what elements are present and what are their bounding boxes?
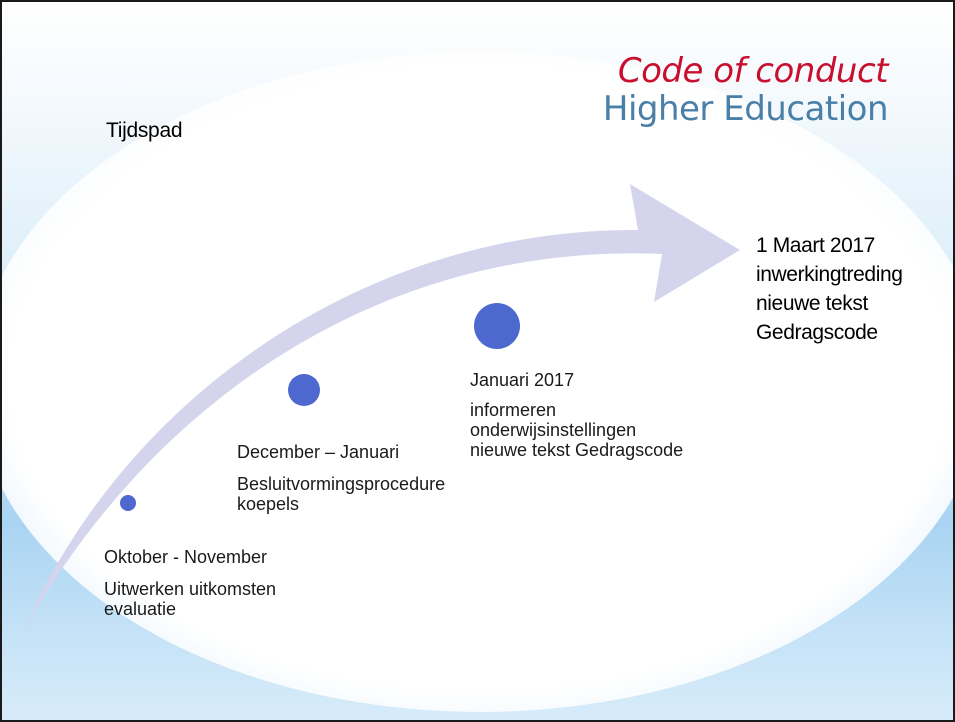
milestone-2: December – Januari Besluitvormingsproced…	[237, 442, 445, 514]
milestone-1-text: Uitwerken uitkomsten	[104, 579, 277, 599]
white-oval	[2, 52, 953, 712]
milestone-1-text: evaluatie	[104, 599, 177, 619]
milestone-3-text: onderwijsinstellingen	[470, 420, 637, 440]
milestone-3-period: Januari 2017	[470, 370, 575, 390]
timeline-arrow	[24, 184, 740, 630]
milestone-dot-1	[120, 495, 136, 511]
milestone-3: Januari 2017 informeren onderwijsinstell…	[470, 370, 683, 460]
final-milestone-line: Gedragscode	[756, 321, 878, 344]
milestone-1: Oktober - November Uitwerken uitkomsten …	[104, 547, 276, 619]
logo-line-2: Higher Education	[602, 89, 889, 129]
final-milestone-line: nieuwe tekst	[756, 292, 868, 315]
milestone-dot-3	[474, 303, 520, 349]
slide-title: Tijdspad	[106, 119, 183, 142]
code-of-conduct-logo: Code of conduct Higher Education	[590, 51, 889, 129]
logo-line-1: Code of conduct	[617, 51, 889, 91]
milestone-3-text: nieuwe tekst Gedragscode	[470, 440, 684, 460]
milestone-3-text: informeren	[470, 400, 557, 420]
final-milestone-date: 1 Maart 2017	[756, 234, 875, 257]
milestone-dot-2	[288, 374, 320, 406]
milestone-1-period: Oktober - November	[104, 547, 268, 567]
milestone-2-text: Besluitvormingsprocedure	[237, 474, 446, 494]
final-milestone: 1 Maart 2017 inwerkingtreding nieuwe tek…	[756, 231, 903, 347]
milestone-2-period: December – Januari	[237, 442, 400, 462]
milestone-2-text: koepels	[237, 494, 300, 514]
final-milestone-line: inwerkingtreding	[756, 263, 903, 286]
